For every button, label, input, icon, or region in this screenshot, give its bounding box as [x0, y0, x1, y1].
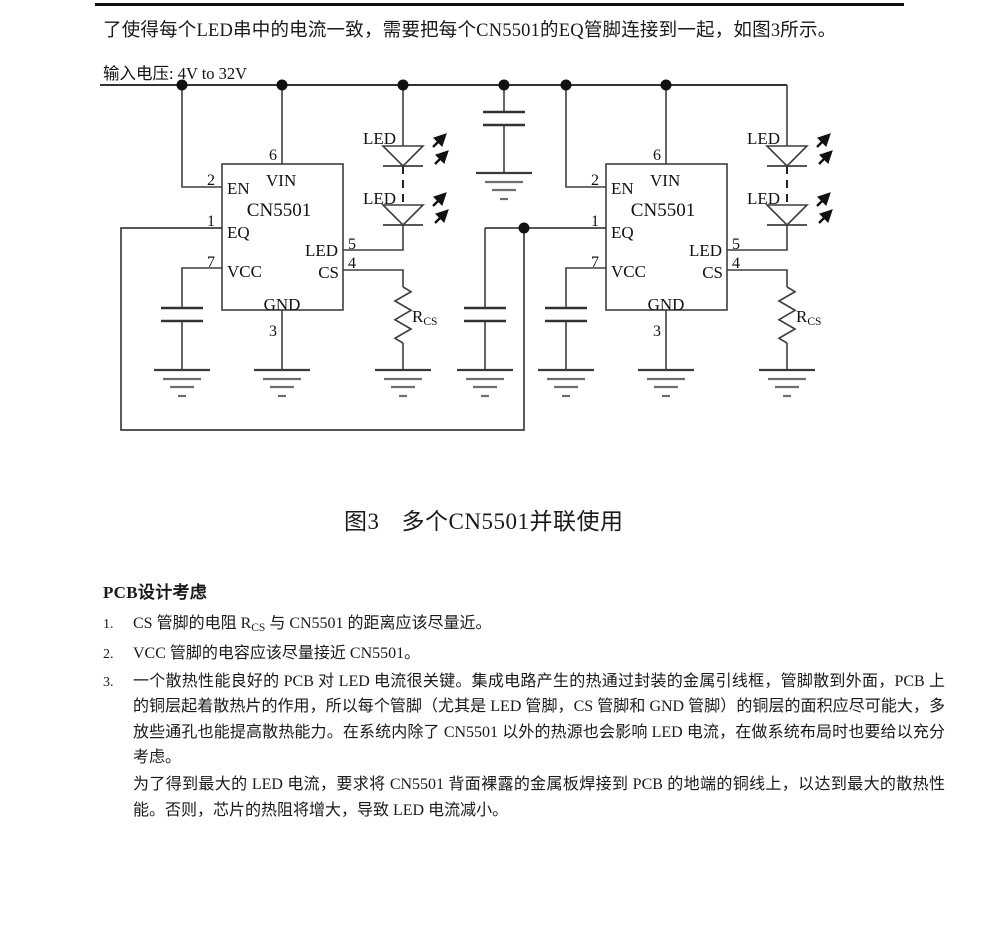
input-capacitor	[481, 110, 527, 127]
intro-paragraph: 了使得每个LED串中的电流一致，需要把每个CN5501的EQ管脚连接到一起，如图…	[103, 21, 837, 41]
page-top-rule	[95, 3, 904, 6]
junction-dot	[176, 79, 188, 91]
item3-paragraph-2: 为了得到最大的 LED 电流，要求将 CN5501 背面裸露的金属板焊接到 PC…	[133, 776, 945, 819]
figure-number: 图3	[344, 509, 380, 534]
junction-dot	[397, 79, 409, 91]
pcb-section: PCB设计考虑 1. CS 管脚的电阻 RCS 与 CN5501 的距离应该尽量…	[103, 578, 948, 823]
junction-dot	[276, 79, 288, 91]
pcb-item-1: 1. CS 管脚的电阻 RCS 与 CN5501 的距离应该尽量近。	[103, 611, 948, 641]
item3-paragraph-1: 一个散热性能良好的 PCB 对 LED 电流很关键。集成电路产生的热通过封装的金…	[133, 672, 945, 767]
item-number: 3.	[103, 674, 114, 690]
junction-dot	[660, 79, 672, 91]
item-text: 一个散热性能良好的 PCB 对 LED 电流很关键。集成电路产生的热通过封装的金…	[133, 669, 945, 823]
eq-capacitor	[462, 306, 508, 323]
eq-cap-ground	[455, 368, 515, 398]
input-cap-ground	[474, 171, 534, 201]
eq-junction-dot	[518, 222, 530, 234]
input-voltage-label: 输入电压: 4V to 32V	[103, 64, 247, 83]
figure-caption: 图3 多个CN5501并联使用	[344, 502, 623, 536]
pcb-section-heading: PCB设计考虑	[103, 583, 208, 602]
junction-dot	[498, 79, 510, 91]
cn5501-chip-1	[154, 85, 447, 396]
item-number: 1.	[103, 617, 114, 632]
item-number: 2.	[103, 647, 114, 663]
junction-dot	[560, 79, 572, 91]
pcb-item-2: 2. VCC 管脚的电容应该尽量接近 CN5501。	[103, 641, 948, 666]
cn5501-chip-2	[538, 85, 831, 396]
figure-title: 多个CN5501并联使用	[401, 509, 624, 534]
item-text: CS 管脚的电阻 RCS 与 CN5501 的距离应该尽量近。	[133, 615, 492, 634]
item-text: VCC 管脚的电容应该尽量接近 CN5501。	[133, 645, 421, 663]
eq-bus-wire	[120, 227, 525, 431]
pcb-item-3: 3. 一个散热性能良好的 PCB 对 LED 电流很关键。集成电路产生的热通过封…	[103, 669, 948, 823]
figure3-schematic: 6 2 1 7 5 4 3 EN VIN CN5501 EQ VCC LED C…	[100, 64, 991, 431]
